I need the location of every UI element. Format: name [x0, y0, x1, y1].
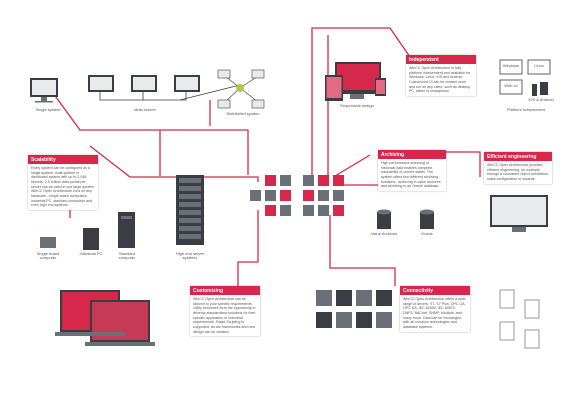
customizing-laptops-icon [55, 290, 155, 346]
panel-connectivity-title: Connectivity [400, 286, 470, 295]
panel-customizing-body: WinCC Open Architecture can be tailored … [193, 297, 256, 334]
caption-responsive-design: Responsive design [340, 103, 374, 108]
caption-value-archives: Value Archives [370, 231, 398, 236]
platform-icons [499, 59, 551, 96]
caption-industrial-pc: Industrial PC [79, 251, 103, 256]
panel-engineering-body: WinCC Open Architecture provides efficie… [487, 163, 549, 182]
central-hub [250, 175, 344, 216]
panel-independent-body: WinCC Open Architecture is fully platfor… [409, 66, 471, 94]
caption-web-ui: Web UI [504, 83, 518, 88]
panel-archiving-title: Archiving [378, 150, 446, 159]
panel-engineering-title: Efficient engineering [484, 152, 552, 161]
caption-windows: Windows [502, 63, 520, 68]
panel-archiving: Archiving High performance archiving of … [378, 150, 446, 192]
panel-connectivity: Connectivity WinCC Open Architecture off… [400, 286, 470, 332]
panel-independent-title: Independent [406, 55, 476, 64]
panel-engineering: Efficient engineering WinCC Open Archite… [484, 152, 552, 184]
panel-scalability-title: Scalability [28, 155, 98, 164]
panel-connectivity-body: WinCC Open Architecture offers a wide ra… [403, 297, 466, 330]
single-system-pc-icon [30, 78, 58, 103]
server-rack-icon [176, 175, 204, 245]
caption-ios-android: iOS & Android [528, 97, 554, 102]
database-icons [377, 209, 434, 229]
caption-platform-independent: Platform independent [506, 107, 546, 112]
panel-customizing: Customizing WinCC Open Architecture can … [190, 286, 260, 337]
caption-single-board: Single board computer [36, 251, 60, 261]
panel-customizing-title: Customizing [190, 286, 260, 295]
multi-screen-icon [88, 75, 200, 92]
distributed-system-icon [217, 69, 265, 109]
caption-high-end-server: High end server systems [175, 251, 205, 261]
panel-archiving-body: High performance archiving of historical… [381, 161, 441, 189]
hardware-row-icons [40, 212, 135, 250]
panel-independent: Independent WinCC Open Architecture is f… [406, 55, 476, 97]
panel-scalability: Scalability Every system can be configur… [28, 155, 98, 211]
network-links [99, 84, 241, 101]
caption-distributed-system: Distributed system [226, 111, 260, 116]
caption-multi-screen: Multi-screen [134, 107, 156, 112]
caption-oracle: Oracle [421, 231, 433, 236]
caption-single-system: Single system [35, 107, 61, 112]
engineering-monitor-icon [490, 195, 548, 232]
connectivity-tiles-icon [316, 290, 392, 328]
caption-standard-computer: Standard computer [118, 251, 136, 261]
panel-scalability-body: Every system can be configured as a sing… [31, 166, 95, 208]
document-icons [499, 289, 540, 349]
responsive-devices-icon [325, 62, 386, 101]
caption-linux: Linux [534, 63, 544, 68]
